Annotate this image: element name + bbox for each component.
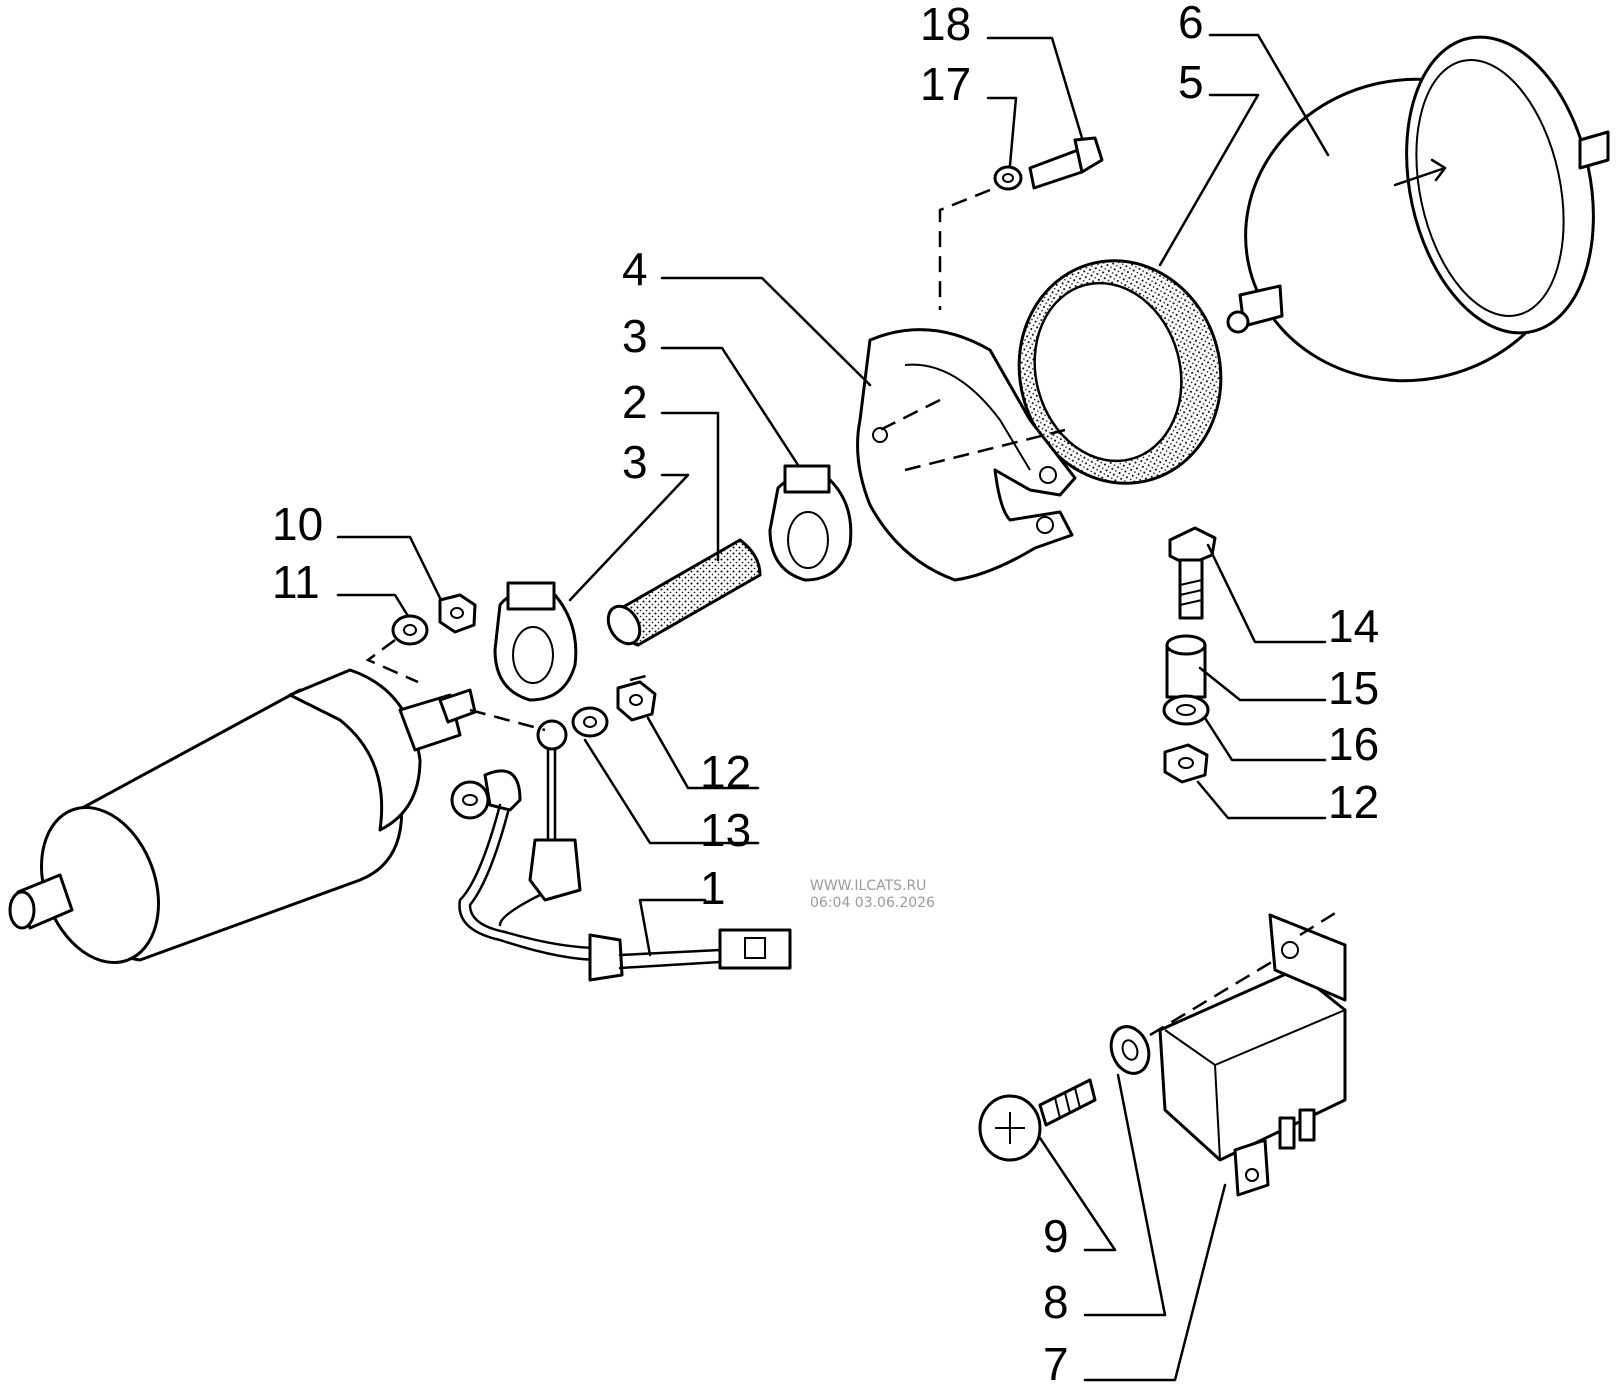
assembly-line	[904, 428, 1066, 472]
fuel-filter-icon	[1226, 35, 1610, 383]
leader-lines	[336, 33, 1330, 1382]
assembly-line	[469, 708, 546, 732]
washer-icon	[391, 614, 429, 646]
callout-12: 12	[1328, 776, 1379, 828]
assembly-line	[365, 638, 419, 684]
callout-6: 6	[1178, 0, 1204, 48]
callout-17: 17	[920, 58, 971, 110]
callout-15: 15	[1328, 662, 1379, 714]
nut-icon	[616, 680, 657, 722]
callout-3: 3	[622, 310, 648, 362]
hose-icon	[606, 538, 762, 647]
foam-sleeve-icon	[1017, 259, 1223, 485]
callout-14: 14	[1328, 600, 1379, 652]
wiring-harness-icon	[450, 719, 792, 982]
washer-icon	[571, 706, 609, 738]
callout-4: 4	[622, 243, 648, 295]
hose-clamp-icon	[768, 464, 853, 582]
hose-clamp-icon	[493, 581, 578, 702]
assembly-line	[629, 673, 651, 682]
callout-18: 18	[920, 0, 971, 50]
callout-10: 10	[272, 498, 323, 550]
callout-3: 3	[622, 436, 648, 488]
washer-icon	[1162, 694, 1210, 726]
callout-16: 16	[1328, 718, 1379, 770]
callout-11: 11	[272, 556, 320, 608]
callout-13: 13	[700, 804, 751, 856]
assembly-line	[938, 188, 991, 310]
nut-icon	[1163, 743, 1209, 784]
spacer-icon	[1165, 634, 1207, 699]
callout-5: 5	[1178, 56, 1204, 108]
callout-12: 12	[700, 746, 751, 798]
callout-1: 1	[700, 862, 726, 914]
relay-icon	[1158, 913, 1347, 1197]
callout-2: 2	[622, 376, 648, 428]
screw-icon	[978, 1078, 1097, 1162]
callout-8: 8	[1043, 1276, 1069, 1328]
bolt-icon	[1028, 136, 1104, 190]
watermark-site: WWW.ILCATS.RU	[810, 878, 926, 894]
watermark-date: 06:04 03.06.2026	[810, 895, 935, 911]
fuel-pump-icon	[8, 668, 477, 964]
assembly-line	[1299, 908, 1341, 937]
assembly-line	[879, 398, 941, 432]
callout-9: 9	[1043, 1210, 1069, 1262]
bolt-icon	[1168, 526, 1217, 620]
nut-icon	[438, 593, 477, 634]
callout-7: 7	[1043, 1338, 1069, 1387]
washer-icon	[1109, 1025, 1151, 1075]
washer-icon	[993, 165, 1023, 191]
